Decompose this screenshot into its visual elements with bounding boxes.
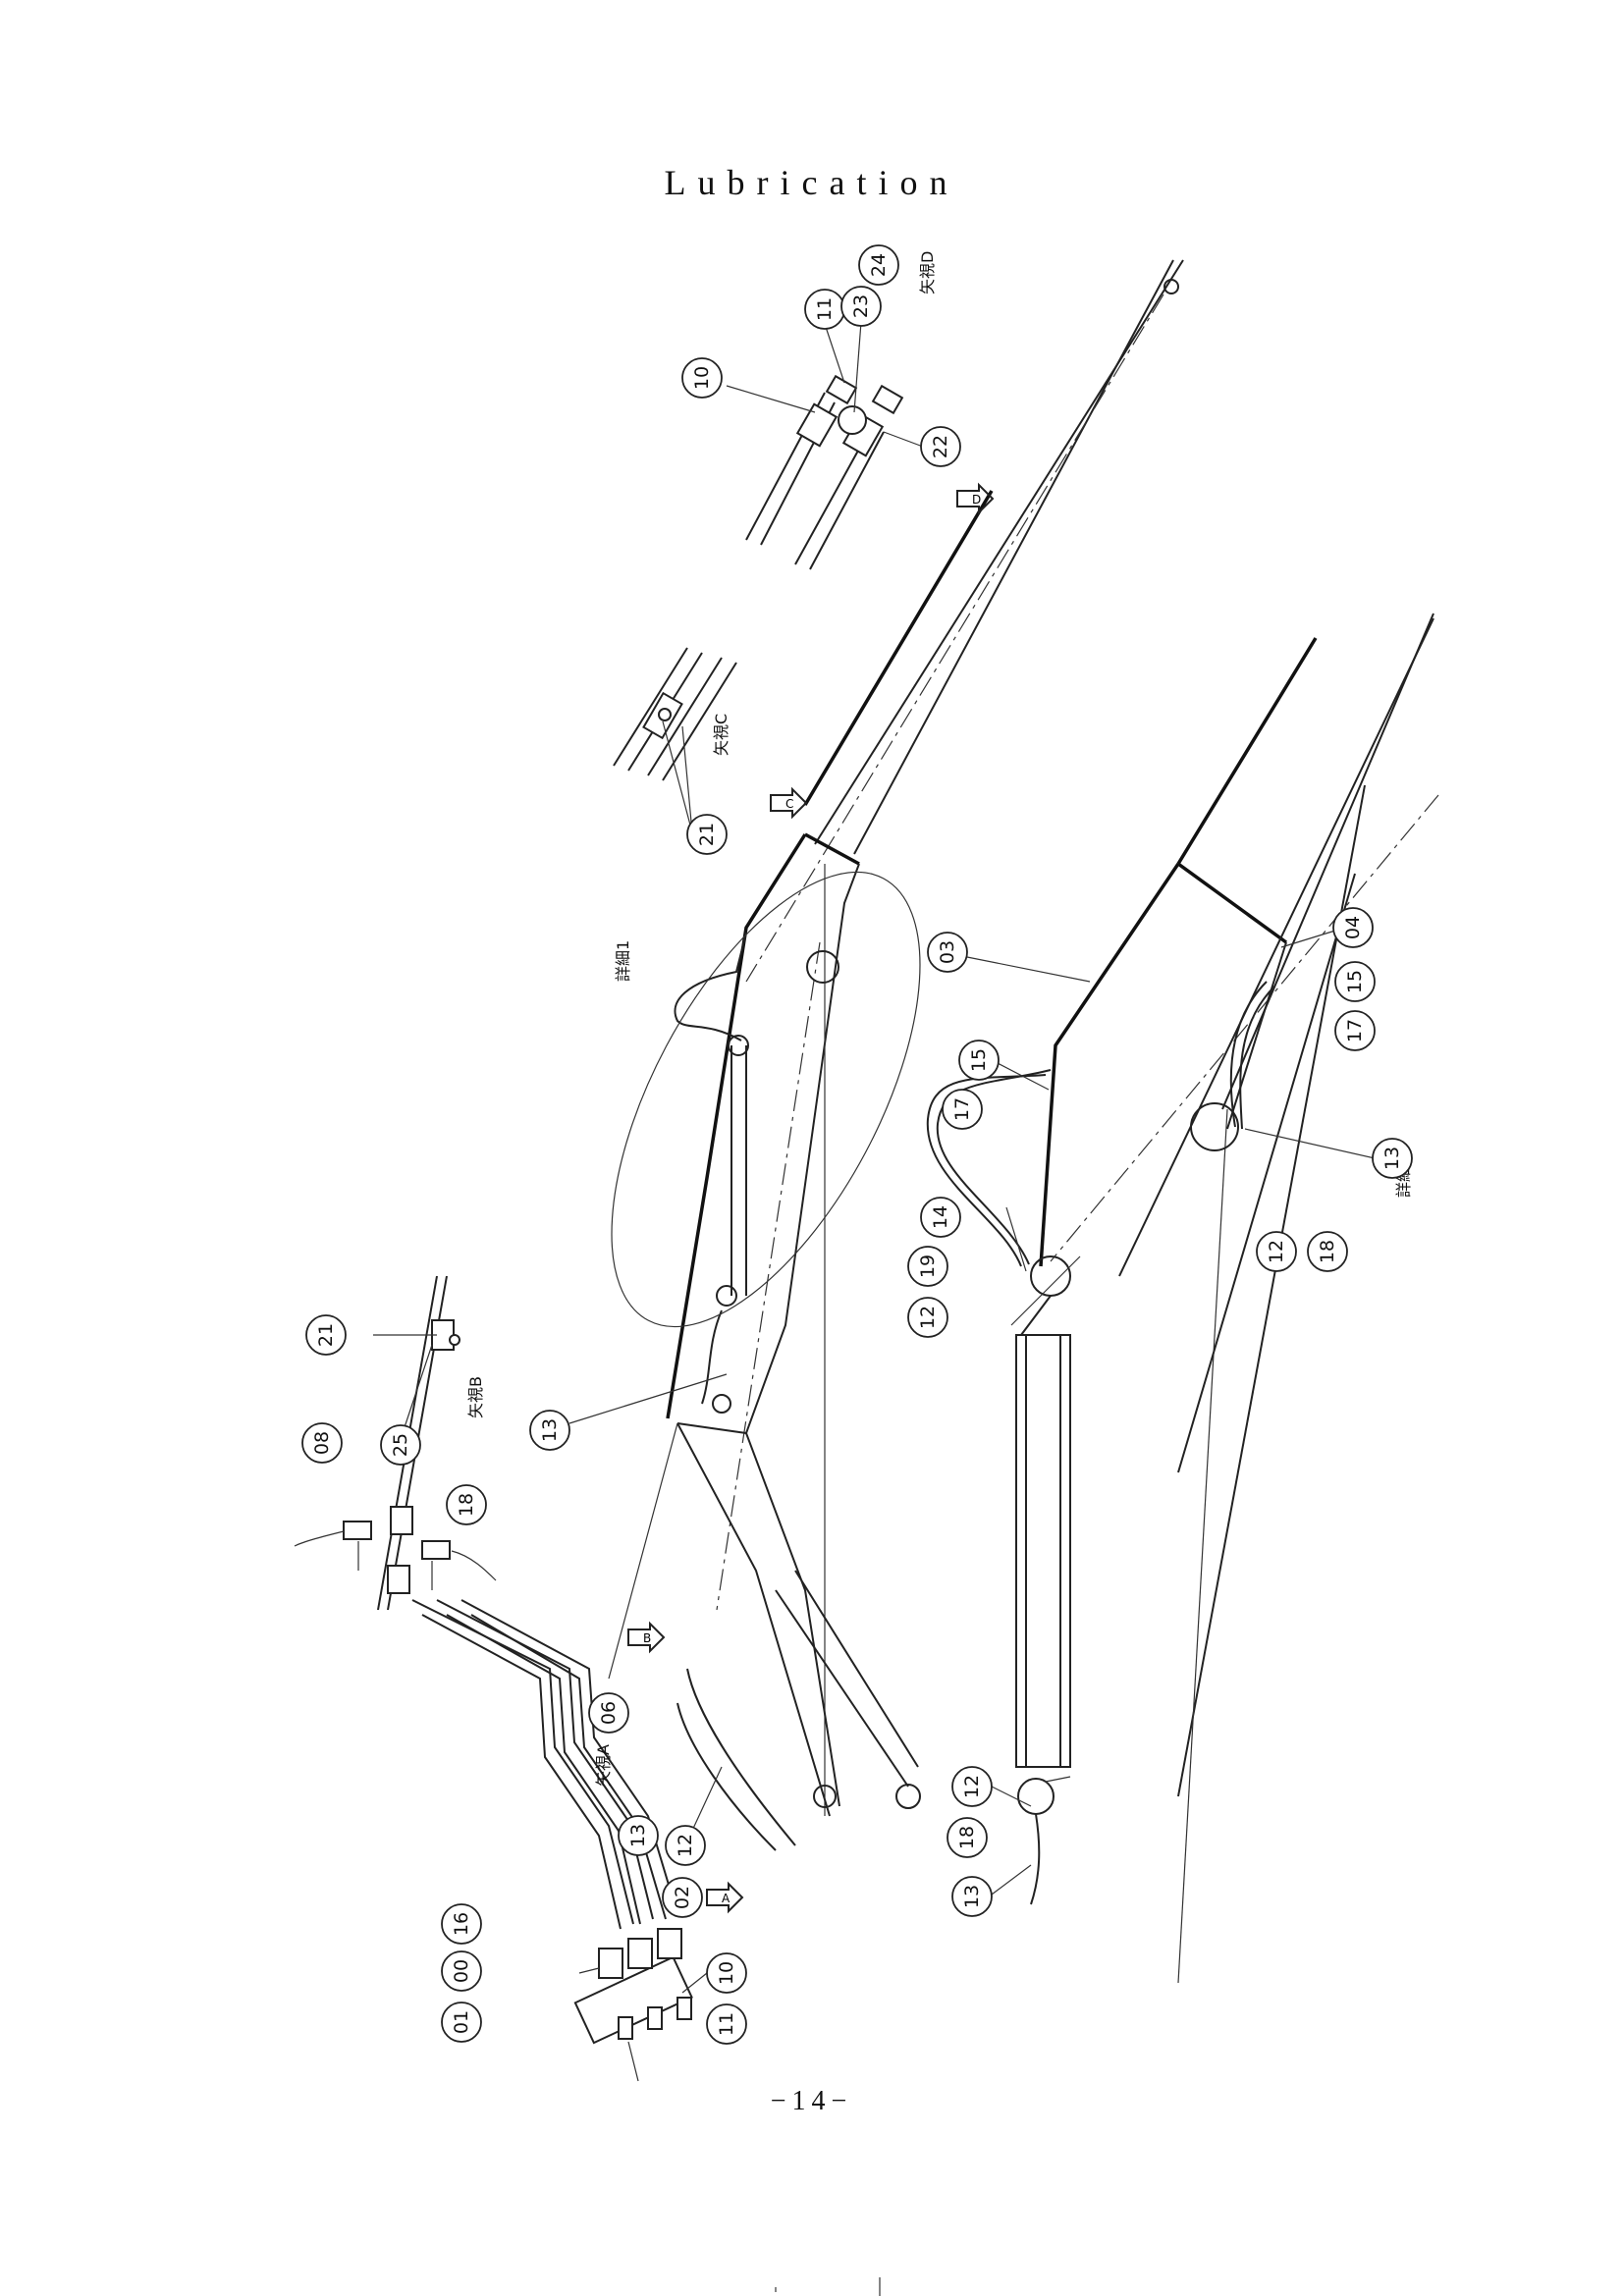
svg-text:C: C <box>785 797 793 811</box>
svg-text:16: 16 <box>451 1912 472 1936</box>
svg-text:11: 11 <box>716 2012 737 2036</box>
callout-12c: 12 <box>665 1825 706 1866</box>
callouts: 10 11 23 24 22 21 03 04 15 17 15 17 13 1… <box>301 244 1413 2045</box>
svg-text:12: 12 <box>917 1306 939 1329</box>
svg-text:00: 00 <box>451 1959 472 1983</box>
arrow-marker-c: C <box>770 786 808 820</box>
svg-text:22: 22 <box>930 435 951 458</box>
svg-text:03: 03 <box>937 940 958 964</box>
arrow-marker-b: B <box>627 1621 666 1654</box>
callout-22: 22 <box>920 426 961 467</box>
callout-17a: 17 <box>1334 1010 1376 1051</box>
svg-text:13: 13 <box>961 1885 983 1908</box>
svg-text:18: 18 <box>456 1493 477 1517</box>
svg-text:15: 15 <box>1344 970 1366 993</box>
svg-text:12: 12 <box>961 1775 983 1798</box>
view-labels: 矢視D 矢視C 矢視B 矢視A 詳細1 詳細1 <box>466 251 1413 1787</box>
svg-text:21: 21 <box>315 1323 337 1347</box>
svg-text:18: 18 <box>956 1826 978 1849</box>
svg-text:B: B <box>643 1631 651 1645</box>
callout-04: 04 <box>1332 907 1374 948</box>
callout-13a: 13 <box>1372 1138 1413 1179</box>
scan-marks <box>775 2277 881 2296</box>
svg-text:21: 21 <box>696 823 718 846</box>
callout-25: 25 <box>380 1424 421 1466</box>
svg-text:19: 19 <box>917 1255 939 1278</box>
svg-text:15: 15 <box>968 1048 990 1072</box>
svg-text:08: 08 <box>311 1431 333 1455</box>
page-title: Lubrication <box>664 163 959 202</box>
svg-text:18: 18 <box>1317 1240 1338 1263</box>
upper-boom <box>611 259 1184 1851</box>
svg-text:14: 14 <box>930 1205 951 1229</box>
svg-text:13: 13 <box>539 1418 561 1442</box>
svg-text:10: 10 <box>716 1961 737 1985</box>
callout-24: 24 <box>858 244 899 286</box>
svg-text:23: 23 <box>850 294 872 318</box>
svg-text:06: 06 <box>598 1701 620 1725</box>
callout-23: 23 <box>840 286 882 327</box>
page-number: −14− <box>770 2086 853 2116</box>
callout-19: 19 <box>907 1246 948 1287</box>
callout-00: 00 <box>441 1950 482 1992</box>
svg-text:10: 10 <box>691 366 713 390</box>
svg-text:24: 24 <box>868 253 890 277</box>
callout-02: 02 <box>662 1877 703 1918</box>
svg-text:25: 25 <box>390 1433 411 1457</box>
svg-text:01: 01 <box>451 2010 472 2034</box>
callout-21a: 21 <box>686 814 728 855</box>
callout-18c: 18 <box>947 1817 988 1858</box>
svg-text:04: 04 <box>1342 916 1364 939</box>
view-label-a: 矢視A <box>594 1744 613 1787</box>
callout-12d: 12 <box>951 1766 993 1807</box>
arrow-marker-a: A <box>706 1881 744 1914</box>
svg-text:12: 12 <box>1266 1240 1287 1263</box>
callout-11b: 11 <box>706 2003 747 2045</box>
view-label-b: 矢視B <box>466 1376 485 1418</box>
callout-18b: 18 <box>446 1484 487 1525</box>
svg-text:13: 13 <box>1381 1147 1403 1170</box>
callout-13b: 13 <box>529 1410 570 1451</box>
arrow-marker-d: D <box>956 482 995 515</box>
arrow-markers: D C B A <box>627 482 995 1914</box>
callout-14: 14 <box>920 1197 961 1238</box>
callout-01: 01 <box>441 2002 482 2043</box>
view-label-c: 矢視C <box>712 714 730 756</box>
svg-text:17: 17 <box>1344 1019 1366 1042</box>
callout-13d: 13 <box>951 1876 993 1917</box>
callout-21b: 21 <box>305 1314 347 1356</box>
callout-03: 03 <box>927 932 968 973</box>
lower-boom <box>926 613 1439 1984</box>
callout-15a: 15 <box>1334 961 1376 1002</box>
svg-text:13: 13 <box>627 1824 649 1847</box>
callout-17b: 17 <box>942 1089 983 1130</box>
callout-10b: 10 <box>706 1952 747 1994</box>
callout-15b: 15 <box>958 1040 1000 1081</box>
detail-label-1: 詳細1 <box>614 940 632 982</box>
svg-text:02: 02 <box>672 1886 693 1909</box>
view-label-d: 矢視D <box>918 251 937 294</box>
svg-text:17: 17 <box>951 1097 973 1121</box>
callout-08: 08 <box>301 1422 343 1464</box>
callout-12b: 12 <box>1256 1231 1297 1272</box>
callout-10a: 10 <box>681 357 723 399</box>
view-c-detail <box>613 647 737 781</box>
callout-18a: 18 <box>1307 1231 1348 1272</box>
svg-text:A: A <box>722 1892 730 1905</box>
svg-text:D: D <box>972 493 981 507</box>
callout-06: 06 <box>588 1692 629 1734</box>
callout-13c: 13 <box>618 1815 659 1856</box>
callout-11a: 11 <box>804 289 845 330</box>
callout-12a: 12 <box>907 1297 948 1338</box>
svg-text:11: 11 <box>814 297 836 321</box>
callout-16: 16 <box>441 1903 482 1945</box>
svg-text:12: 12 <box>675 1834 696 1857</box>
view-d-detail <box>745 374 904 570</box>
